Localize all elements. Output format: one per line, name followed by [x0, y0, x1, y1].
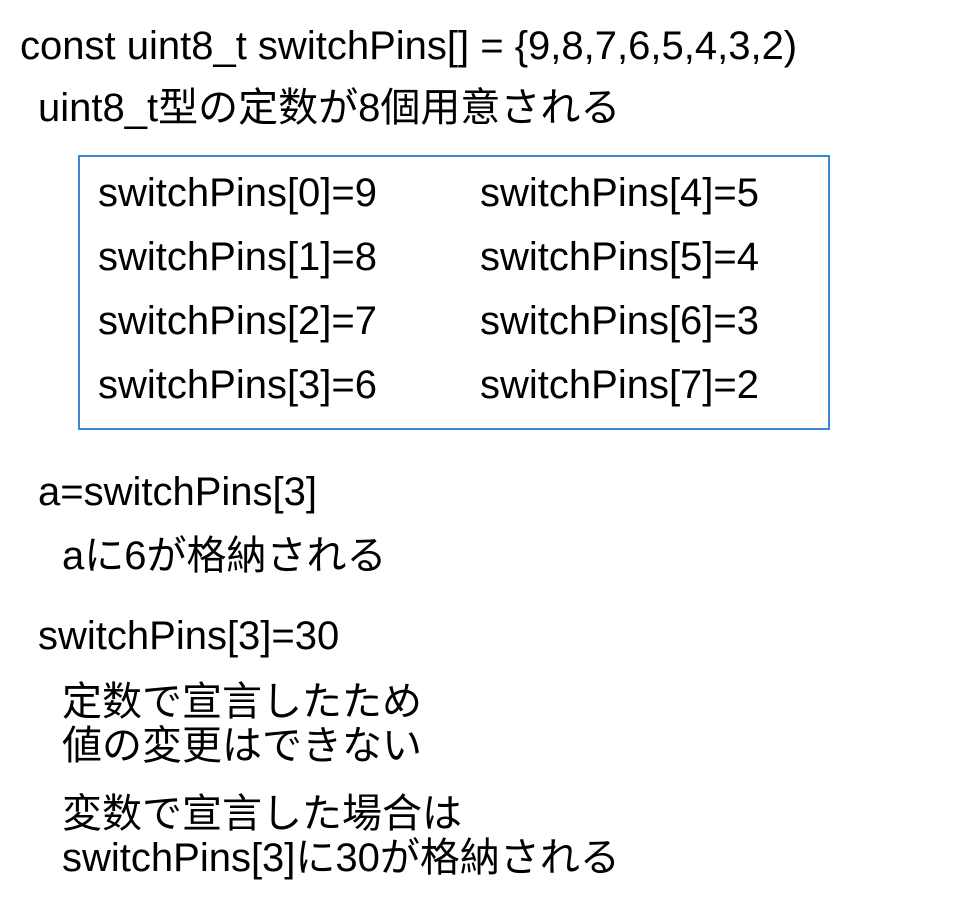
array-element-0: switchPins[0]=9 [98, 171, 378, 215]
reassignment-note-line-4: switchPins[3]に30が格納される [62, 836, 620, 880]
array-element-3: switchPins[3]=6 [98, 363, 378, 407]
reassignment-statement: switchPins[3]=30 [38, 614, 340, 658]
array-element-1: switchPins[1]=8 [98, 235, 378, 279]
array-element-6: switchPins[6]=3 [480, 299, 760, 343]
array-element-5: switchPins[5]=4 [480, 235, 760, 279]
array-element-4: switchPins[4]=5 [480, 171, 760, 215]
reassignment-note-line-3: 変数で宣言した場合は [62, 792, 462, 836]
array-element-2: switchPins[2]=7 [98, 299, 378, 343]
declaration-note: uint8_t型の定数が8個用意される [38, 86, 621, 130]
reassignment-note-line-2: 値の変更はできない [62, 724, 422, 768]
assignment-note: aに6が格納される [62, 534, 387, 578]
array-elements-box: switchPins[0]=9 switchPins[1]=8 switchPi… [78, 155, 830, 430]
array-element-7: switchPins[7]=2 [480, 363, 760, 407]
array-declaration: const uint8_t switchPins[] = {9,8,7,6,5,… [20, 24, 798, 68]
assignment-statement: a=switchPins[3] [38, 470, 318, 514]
reassignment-note-line-1: 定数で宣言したため [62, 680, 422, 724]
